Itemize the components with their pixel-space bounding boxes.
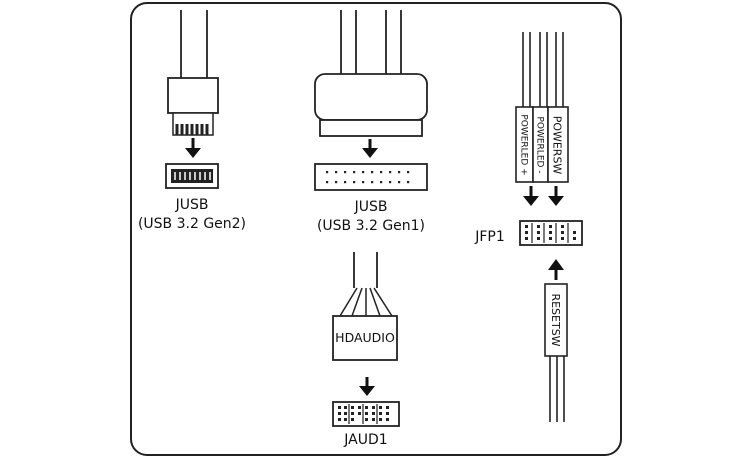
diagram-frame [130, 2, 622, 456]
arrow-up-icon [548, 259, 564, 280]
jfp1-header-pins [525, 225, 576, 240]
powersw-label: POWERSW [551, 116, 564, 175]
hdaudio-connector-label: HDAUDIO [335, 330, 395, 345]
powerled-neg-label: POWERLED - [535, 116, 545, 173]
hdaudio-connector [332, 315, 398, 361]
jfp1-label: JFP1 [474, 229, 505, 245]
jusb-gen2-sublabel: (USB 3.2 Gen2) [138, 216, 246, 232]
jusb-gen2-label: JUSB [175, 197, 209, 213]
arrow-down-icon [185, 138, 201, 158]
arrow-down-icon [362, 139, 378, 158]
jaud1-label: JAUD1 [343, 432, 387, 448]
usb-gen2-plug-pins [175, 124, 209, 135]
jusb-gen1-header-pins [326, 171, 410, 184]
resetsw-label: RESETSW [549, 293, 562, 346]
jfp1-group: POWERLED + POWERLED - POWERSW JFP1 [474, 32, 583, 422]
jusb-gen1-label: JUSB [354, 199, 388, 215]
usb-gen1-plug-base [319, 119, 423, 137]
powerled-pos-label: POWERLED + [519, 114, 529, 175]
jusb-gen1-sublabel: (USB 3.2 Gen1) [317, 218, 425, 234]
arrow-down-icon [548, 186, 564, 206]
jusb-gen2-group: JUSB (USB 3.2 Gen2) [138, 10, 246, 232]
jaud1-header-pins [338, 406, 389, 421]
usb-gen2-plug [167, 77, 219, 114]
resetsw-connector [544, 283, 568, 357]
powersw-connector [547, 106, 569, 183]
hdaudio-group: HDAUDIO JAUD1 [332, 252, 400, 448]
usb-gen1-plug [314, 73, 428, 121]
jusb-gen1-header [314, 163, 428, 191]
arrow-down-icon [359, 377, 375, 396]
jusb-gen1-group: JUSB (USB 3.2 Gen1) [314, 10, 428, 234]
arrow-down-icon [523, 186, 539, 206]
